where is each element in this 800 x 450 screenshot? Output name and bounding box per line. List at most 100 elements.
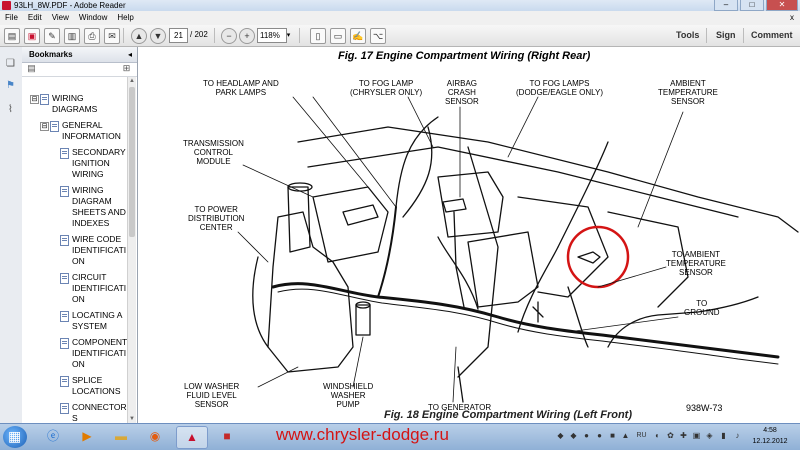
zoom-in-icon[interactable]: + bbox=[239, 28, 255, 44]
taskbar: ⓔ ▶ ▬ ◉ ▲ ■ www.chrysler-dodge.ru ◆ ◆ ● … bbox=[0, 423, 800, 450]
comment-note-icon[interactable]: ✍ bbox=[350, 28, 366, 44]
bookmark-options-icon[interactable]: ▤ bbox=[27, 63, 36, 73]
zoom-level-input[interactable]: 118% bbox=[257, 28, 287, 43]
firewall bbox=[457, 146, 499, 378]
scroll-down-icon[interactable]: ▼ bbox=[129, 416, 135, 422]
fit-width-icon[interactable]: ▭ bbox=[330, 28, 346, 44]
attachments-icon[interactable]: ⌇ bbox=[8, 104, 13, 115]
comment-button[interactable]: Comment bbox=[751, 30, 793, 40]
tray-icon[interactable]: ◈ bbox=[706, 431, 713, 440]
maximize-button[interactable]: □ bbox=[740, 0, 764, 11]
edit-icon[interactable]: ✎ bbox=[44, 28, 60, 44]
bookmark-label-line: S bbox=[72, 413, 78, 423]
tray-icon[interactable]: ■ bbox=[610, 431, 615, 440]
part-number: 938W-73 bbox=[686, 403, 723, 413]
bookmark-toggle[interactable]: ⊟ bbox=[40, 122, 49, 131]
figure-title: Fig. 17 Engine Compartment Wiring (Right… bbox=[338, 50, 591, 62]
tray-icon[interactable]: ✿ bbox=[667, 431, 674, 440]
bookmark-page-icon bbox=[60, 338, 69, 349]
firefox-icon[interactable]: ◉ bbox=[149, 429, 161, 443]
main-harness bbox=[271, 282, 780, 359]
sign-button[interactable]: Sign bbox=[716, 30, 736, 40]
tray-icon[interactable]: ● bbox=[584, 431, 589, 440]
close-window-button[interactable]: ✕ bbox=[766, 0, 798, 11]
label-fog-chrysler: TO FOG LAMP(CHRYSLER ONLY) bbox=[350, 79, 423, 97]
washer-pump bbox=[355, 304, 371, 336]
adobe-reader-task[interactable]: ▲ bbox=[176, 426, 208, 449]
new-bookmark-icon[interactable]: ⊞ bbox=[122, 63, 131, 73]
bookmark-label-line: DIAGRAM bbox=[72, 196, 112, 206]
clock-date: 12.12.2012 bbox=[752, 438, 788, 445]
next-page-icon[interactable]: ▼ bbox=[150, 28, 166, 44]
print-icon[interactable]: ⎙ bbox=[84, 28, 100, 44]
zoom-dropdown-icon[interactable]: ▾ bbox=[286, 32, 291, 39]
language-indicator[interactable]: RU bbox=[636, 432, 647, 439]
zoom-out-icon[interactable]: − bbox=[221, 28, 237, 44]
washer-reservoir bbox=[267, 211, 354, 373]
scroll-thumb[interactable] bbox=[129, 87, 135, 237]
toolbar-separator bbox=[706, 28, 707, 43]
tray-icon[interactable]: ✚ bbox=[680, 431, 687, 440]
tray-icon[interactable]: ▲ bbox=[621, 431, 630, 440]
tray-icon[interactable]: ● bbox=[597, 431, 602, 440]
fit-page-icon[interactable]: ▯ bbox=[310, 28, 326, 44]
tray-icon[interactable]: ◆ bbox=[557, 431, 564, 440]
collapse-panel-button[interactable]: ◂ bbox=[127, 50, 132, 59]
menu-window[interactable]: Window bbox=[78, 13, 108, 22]
bookmark-label-line: IDENTIFICATI bbox=[72, 283, 127, 293]
airbag-sensor bbox=[442, 198, 467, 213]
menu-help[interactable]: Help bbox=[117, 13, 134, 22]
bookmark-page-icon bbox=[40, 94, 49, 105]
minimize-button[interactable]: – bbox=[714, 0, 738, 11]
previous-page-icon[interactable]: ▲ bbox=[131, 28, 147, 44]
close-document-button[interactable]: x bbox=[790, 13, 794, 22]
pdf-task-icon[interactable]: ■ bbox=[223, 429, 231, 443]
start-button[interactable] bbox=[3, 426, 27, 448]
bookmark-label-line: INFORMATION bbox=[62, 131, 121, 141]
explorer-icon[interactable]: ▬ bbox=[115, 429, 127, 443]
scroll-up-icon[interactable]: ▲ bbox=[129, 78, 135, 84]
toolbar-separator bbox=[299, 28, 300, 43]
bookmarks-scrollbar[interactable]: ▲ ▼ bbox=[127, 77, 136, 423]
email-icon[interactable]: ✉ bbox=[104, 28, 120, 44]
bookmark-toggle[interactable]: ⊟ bbox=[30, 95, 39, 104]
ie-icon[interactable]: ⓔ bbox=[46, 429, 59, 443]
bookmark-ribbon-icon[interactable]: ⚑ bbox=[6, 80, 15, 91]
tray-icon[interactable]: ◐ bbox=[655, 431, 660, 440]
media-player-icon[interactable]: ▶ bbox=[82, 429, 92, 443]
document-view[interactable]: Fig. 17 Engine Compartment Wiring (Right… bbox=[138, 47, 800, 423]
page-number-input[interactable]: 21 bbox=[169, 28, 188, 43]
network-icon[interactable]: ▮ bbox=[721, 431, 726, 440]
bookmark-page-icon bbox=[50, 121, 59, 132]
bookmarks-panel-icon[interactable]: ❏ bbox=[6, 58, 15, 69]
tray-icon[interactable]: ▣ bbox=[692, 431, 701, 440]
bookmark-label-line: IDENTIFICATI bbox=[72, 245, 127, 255]
clock[interactable]: 4:58 12.12.2012 bbox=[750, 425, 790, 447]
navigation-rail: ❏ ⚑ ⌇ bbox=[0, 47, 23, 423]
open-icon[interactable]: ▤ bbox=[4, 28, 20, 44]
save-icon[interactable]: ▥ bbox=[64, 28, 80, 44]
menu-edit[interactable]: Edit bbox=[27, 13, 42, 22]
create-pdf-icon[interactable]: ▣ bbox=[24, 28, 40, 44]
menu-view[interactable]: View bbox=[51, 13, 69, 22]
tray-icon[interactable]: ◆ bbox=[570, 431, 577, 440]
menu-file[interactable]: File bbox=[5, 13, 18, 22]
volume-icon[interactable]: ♪ bbox=[735, 431, 740, 440]
tools-button[interactable]: Tools bbox=[676, 30, 700, 40]
highlight-icon[interactable]: ⌥ bbox=[370, 28, 386, 44]
bookmark-label-line: LOCATING A bbox=[72, 310, 123, 320]
bookmark-page-icon bbox=[60, 235, 69, 246]
